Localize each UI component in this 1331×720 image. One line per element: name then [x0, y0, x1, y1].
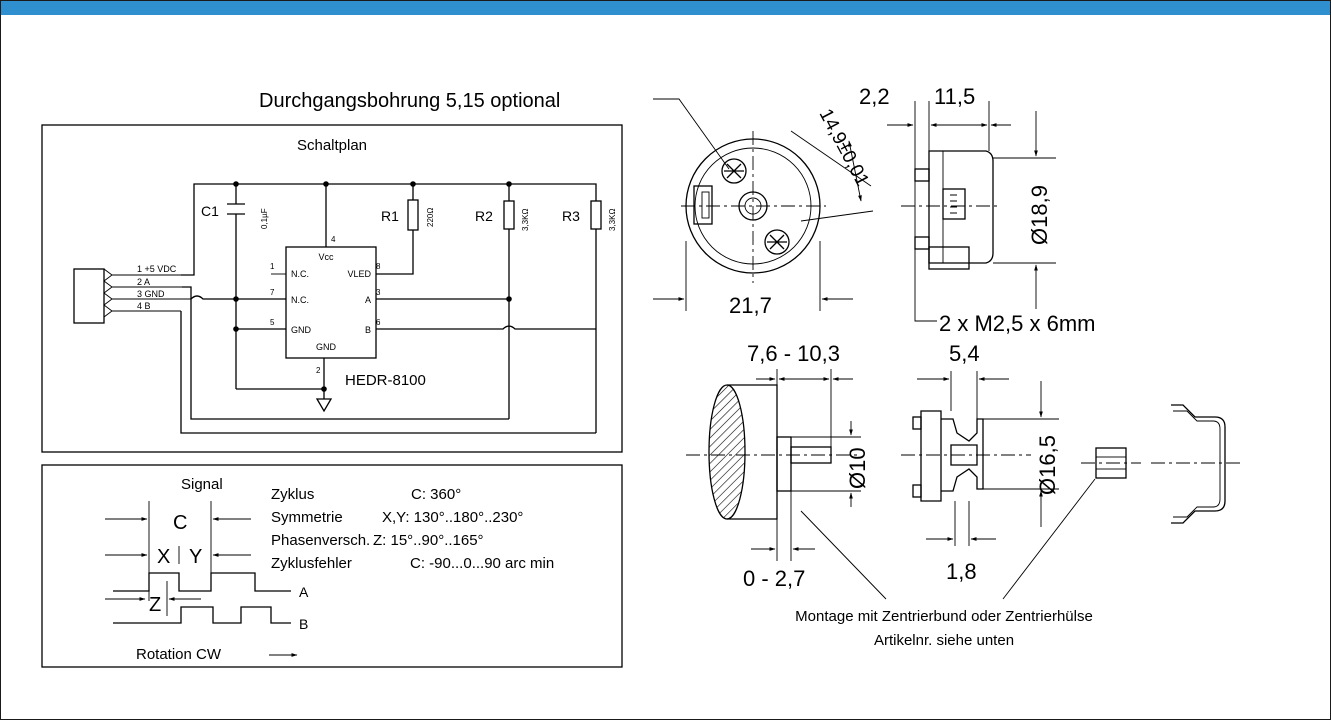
resistor-r3: [590, 200, 602, 230]
r3-value: 3,3KΩ: [608, 209, 617, 231]
dim-d10: Ø10: [845, 447, 870, 489]
ic-right-label-3: B: [365, 325, 371, 335]
ic-gnd-bottom: GND: [316, 342, 337, 352]
dim-5-4: 5,4: [949, 341, 980, 366]
schematic-title: Schaltplan: [297, 137, 367, 154]
channel-a-label: A: [299, 584, 309, 600]
signal-x-label: X: [157, 546, 170, 568]
connector-pin-2: 2 A: [137, 277, 150, 287]
signal-z-label: Z: [149, 594, 161, 616]
ic-right-label-1: VLED: [347, 269, 371, 279]
channel-b-label: B: [299, 616, 308, 632]
dim-2-2: 2,2: [859, 84, 890, 109]
mount-note-line-1: Montage mit Zentrierbund oder Zentrierhü…: [795, 608, 1093, 625]
encoder-front-view: Durchgangsbohrung 5,15 optional 21,7 14,…: [259, 90, 874, 318]
spec-value-3: Z: 15°..90°..165°: [373, 532, 484, 549]
ic-pin-2: 2: [316, 366, 321, 375]
connector-pin-4: 4 B: [137, 301, 151, 311]
c1-value: 0,1µF: [260, 208, 269, 229]
connector: [73, 268, 105, 324]
spec-value-4: C: -90...0...90 arc min: [410, 555, 554, 572]
ic-right-label-2: A: [365, 295, 371, 305]
ic-pin-4: 4: [331, 235, 336, 244]
c1-label: C1: [201, 203, 219, 219]
ic-pin-6: 6: [376, 318, 381, 327]
ic-left-label-1: N.C.: [291, 269, 309, 279]
encoder-cover: [1151, 404, 1241, 524]
ground-symbol: [315, 398, 333, 413]
ic-pin-7: 7: [270, 288, 275, 297]
dim-d18-9: Ø18,9: [1027, 185, 1052, 245]
motor-shaft-view: 7,6 - 10,3 Ø10 0 - 2,7: [686, 341, 870, 591]
resistor-r2: [503, 200, 515, 230]
spec-name-1: Zyklus: [271, 486, 314, 503]
dim-7-6-10-3: 7,6 - 10,3: [747, 341, 840, 366]
encoder-side-view: 2,2 11,5 Ø18,9 2 x M2,5 x 6mm: [859, 84, 1095, 336]
ic-pin-8: 8: [376, 262, 381, 271]
r3-label: R3: [562, 208, 580, 224]
ic-vcc: Vcc: [318, 252, 334, 262]
ic-name: HEDR-8100: [345, 372, 426, 389]
waveform-b: [113, 606, 291, 624]
ic-pin-3: 3: [376, 288, 381, 297]
ic-hedr-8100: [285, 246, 377, 359]
header-bar: [1, 1, 1330, 15]
waveform-a: [113, 572, 291, 592]
dim-1-8: 1,8: [946, 559, 977, 584]
centering-sleeve: [1081, 447, 1141, 479]
spec-name-4: Zyklusfehler: [271, 555, 352, 572]
signal-c-label: C: [173, 512, 187, 534]
schematic-panel: Schaltplan 1 +5 VDC 2 A 3 GND 4 B: [41, 124, 623, 453]
dim-14-9: 14,9±0,01: [815, 105, 873, 189]
resistor-r1: [407, 199, 419, 231]
ic-left-label-2: N.C.: [291, 295, 309, 305]
r1-label: R1: [381, 208, 399, 224]
ic-pin-1: 1: [270, 262, 275, 271]
dim-21-7: 21,7: [729, 293, 772, 318]
junction-dots: [233, 181, 512, 392]
rotation-label: Rotation CW: [136, 646, 222, 663]
spec-value-2: X,Y: 130°..180°..230°: [382, 509, 523, 526]
spec-name-2: Symmetrie: [271, 509, 343, 526]
encoder-body-side: [928, 150, 994, 264]
mount-note-line-2: Artikelnr. siehe unten: [874, 632, 1014, 649]
leader-line-1: [800, 510, 887, 600]
ic-pin-5: 5: [270, 318, 275, 327]
r2-value: 3,3KΩ: [521, 209, 530, 231]
spec-name-3: Phasenversch.: [271, 532, 370, 549]
dim-11-5: 11,5: [934, 84, 975, 109]
screw-bottom: [764, 229, 790, 255]
bore-note: Durchgangsbohrung 5,15 optional: [259, 90, 560, 112]
connector-pins: [103, 268, 113, 318]
signal-title: Signal: [181, 476, 223, 493]
r2-label: R2: [475, 208, 493, 224]
ic-left-label-3: GND: [291, 325, 312, 335]
screws-label: 2 x M2,5 x 6mm: [939, 311, 1095, 336]
centering-flange-view: 5,4 Ø16,5 1,8: [901, 341, 1060, 584]
r1-value: 220Ω: [426, 208, 435, 227]
signal-y-label: Y: [189, 546, 202, 568]
connector-pin-3: 3 GND: [137, 289, 165, 299]
signal-panel: Signal C X Y A B Z Rotation CW: [41, 464, 623, 668]
spec-value-1: C: 360°: [411, 486, 461, 503]
screw-top: [721, 158, 747, 184]
dim-0-2-7: 0 - 2,7: [743, 566, 805, 591]
dim-d16-5: Ø16,5: [1035, 435, 1060, 495]
leader-line-2: [1002, 478, 1096, 600]
connector-pin-1: 1 +5 VDC: [137, 264, 177, 274]
